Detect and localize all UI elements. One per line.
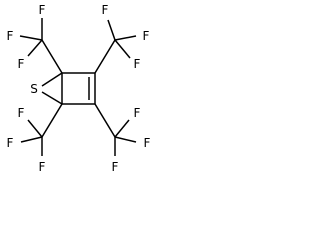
bond-c1-s — [41, 72, 63, 87]
bond-c4-cf3 — [41, 103, 63, 138]
bond-cf-top-right-1 — [107, 19, 116, 41]
bond-cf-top-left-3 — [27, 39, 43, 57]
bond-cf-bottom-left-2 — [20, 136, 43, 143]
fluorine-label: F — [134, 57, 141, 71]
bond-c3-cf3 — [94, 103, 116, 138]
bond-cf-top-left-2 — [19, 35, 43, 41]
bond-cf-bottom-right-3 — [114, 119, 130, 138]
fluorine-label: F — [7, 29, 14, 43]
bond-c4-s — [41, 91, 63, 105]
fluorine-label: F — [18, 106, 25, 120]
bond-c1-cf3 — [41, 39, 63, 74]
cf3-top-left: F F F — [7, 3, 46, 71]
fluorine-label: F — [39, 3, 46, 17]
structure-diagram: F F F F F F F F F F F F S — [7, 3, 151, 174]
cf3-branch-bonds — [41, 39, 116, 138]
fluorine-label: F — [7, 136, 14, 150]
fluorine-label: F — [102, 3, 109, 17]
cf3-top-right: F F F — [102, 3, 150, 71]
bond-cf-bottom-right-2 — [114, 136, 137, 143]
ring-bonds — [41, 72, 96, 105]
bond-c2-cf3 — [94, 39, 116, 74]
bond-cf-bottom-left-3 — [27, 119, 43, 138]
fluorine-label: F — [18, 57, 25, 71]
cf3-bottom-right: F F F — [112, 106, 151, 174]
fluorine-label: F — [134, 106, 141, 120]
sulfur-label: S — [30, 82, 38, 96]
fluorine-label: F — [112, 160, 119, 174]
cf3-bottom-left: F F F — [7, 106, 46, 174]
fluorine-label: F — [143, 29, 150, 43]
bond-cf-top-right-2 — [114, 35, 137, 41]
fluorine-label: F — [39, 160, 46, 174]
bond-cf-top-right-3 — [114, 39, 131, 59]
fluorine-label: F — [144, 136, 151, 150]
